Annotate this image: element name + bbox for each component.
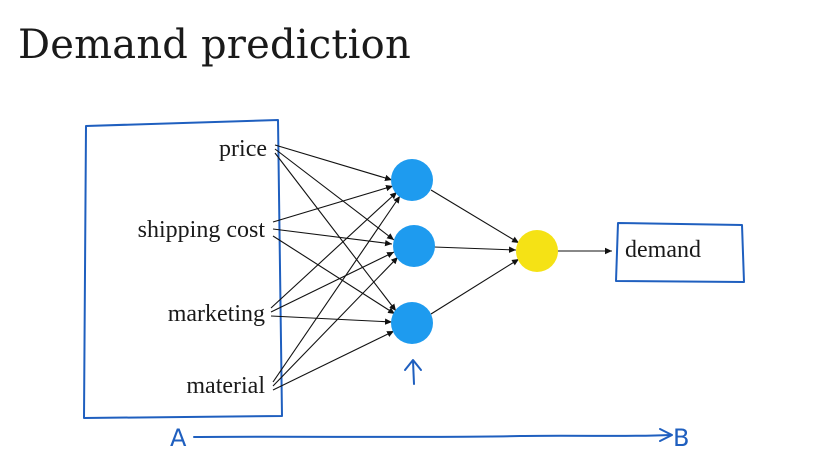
input-label-material: material xyxy=(186,373,265,399)
edge xyxy=(274,148,395,241)
annotation-end: B xyxy=(673,424,689,450)
up-arrow-icon xyxy=(404,359,422,385)
edge xyxy=(272,330,395,391)
edge xyxy=(430,258,520,315)
edge xyxy=(270,315,393,325)
annotation-start: A xyxy=(170,424,187,450)
output-node xyxy=(516,230,558,272)
edge xyxy=(272,184,394,223)
edge xyxy=(272,195,401,383)
edge xyxy=(272,228,393,247)
input-hidden-edges xyxy=(270,144,401,391)
edge xyxy=(272,235,396,315)
input-label-price: price xyxy=(219,136,267,162)
input-label-marketing: marketing xyxy=(168,301,265,327)
hidden-node-1 xyxy=(391,159,433,201)
edge xyxy=(274,144,393,182)
input-box xyxy=(83,119,283,419)
edge xyxy=(433,246,517,253)
page-title: Demand prediction xyxy=(18,22,411,68)
edge xyxy=(270,191,398,309)
edge xyxy=(272,256,399,387)
edge xyxy=(430,189,520,244)
a-to-b-arrowhead xyxy=(659,428,673,442)
edge xyxy=(274,152,397,312)
hidden-node-2 xyxy=(393,225,435,267)
hidden-output-edges xyxy=(430,189,520,315)
output-box xyxy=(615,222,745,283)
output-label: demand xyxy=(625,237,701,263)
edge xyxy=(270,251,395,313)
a-to-b-arrow xyxy=(193,434,671,438)
input-label-shipping-cost: shipping cost xyxy=(138,217,266,243)
hidden-node-3 xyxy=(391,302,433,344)
